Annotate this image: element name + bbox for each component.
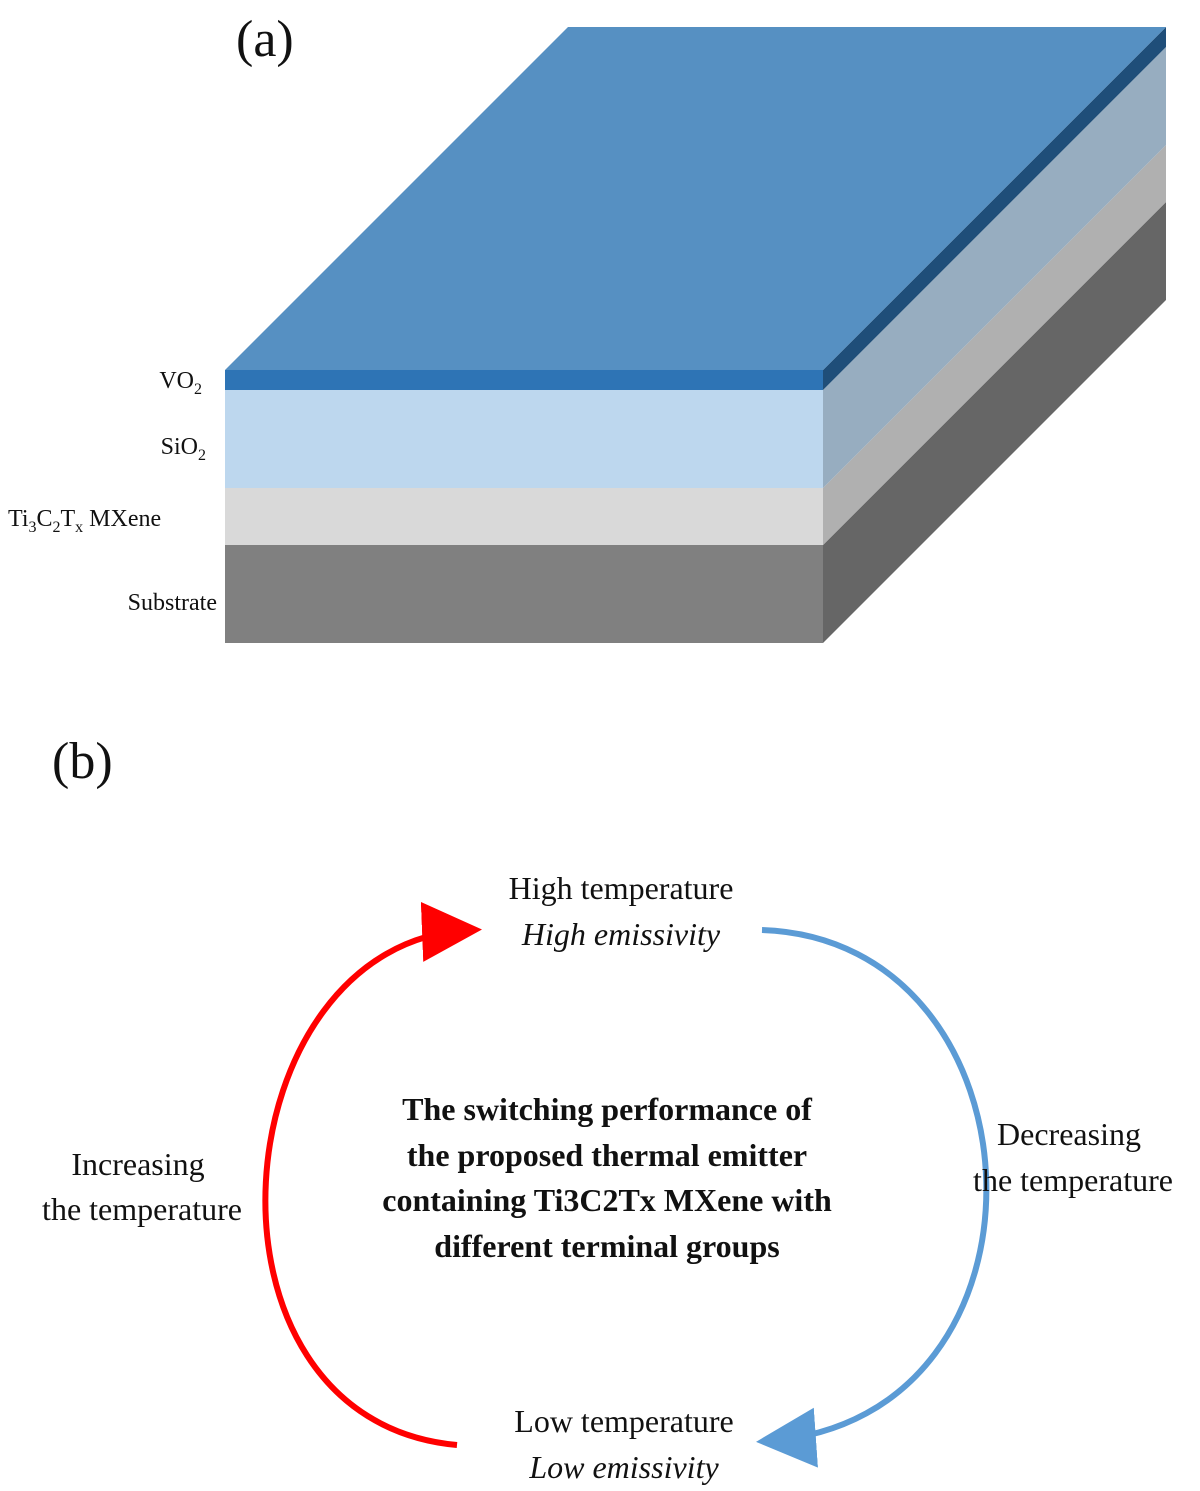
center-text-line3: containing Ti3C2Tx MXene with [382, 1182, 832, 1218]
cooling-arrow [756, 927, 990, 1468]
increasing-label-line1: Increasing [71, 1146, 204, 1182]
substrate-label: Substrate [128, 590, 217, 616]
center-text-line2: the proposed thermal emitter [407, 1137, 807, 1173]
mxene-side-face [823, 145, 1166, 545]
panel-a-label: (a) [236, 11, 294, 68]
vo2-side-face [823, 27, 1166, 390]
panel-b: (b) High temperature High emissivity Low… [42, 733, 1173, 1485]
panel-b-label: (b) [52, 733, 113, 790]
mxene-front-face [225, 488, 823, 545]
panel-a: (a) VO2 SiO2 Ti3C2Tx MXene Substrate [8, 11, 1166, 643]
low-temperature-label: Low temperature [514, 1403, 733, 1439]
sio2-side-face [823, 47, 1166, 488]
sio2-label: SiO2 [161, 434, 206, 464]
high-temperature-label: High temperature [509, 870, 734, 906]
substrate-front-face [225, 545, 823, 643]
center-text-line4: different terminal groups [434, 1228, 779, 1264]
layer-stack [225, 27, 1166, 643]
mxene-label: Ti3C2Tx MXene [8, 506, 161, 536]
low-emissivity-label: Low emissivity [528, 1449, 719, 1485]
center-text-line1: The switching performance of [402, 1091, 812, 1127]
vo2-front-face [225, 370, 823, 390]
high-emissivity-label: High emissivity [521, 916, 721, 952]
increasing-label-line2: the temperature [42, 1191, 242, 1227]
substrate-side-face [823, 202, 1166, 643]
decreasing-label-line1: Decreasing [997, 1116, 1141, 1152]
vo2-label: VO2 [159, 368, 202, 398]
vo2-top-face [225, 27, 1166, 370]
heating-arrow [262, 902, 482, 1448]
sio2-front-face [225, 390, 823, 488]
decreasing-label-line2: the temperature [973, 1162, 1173, 1198]
